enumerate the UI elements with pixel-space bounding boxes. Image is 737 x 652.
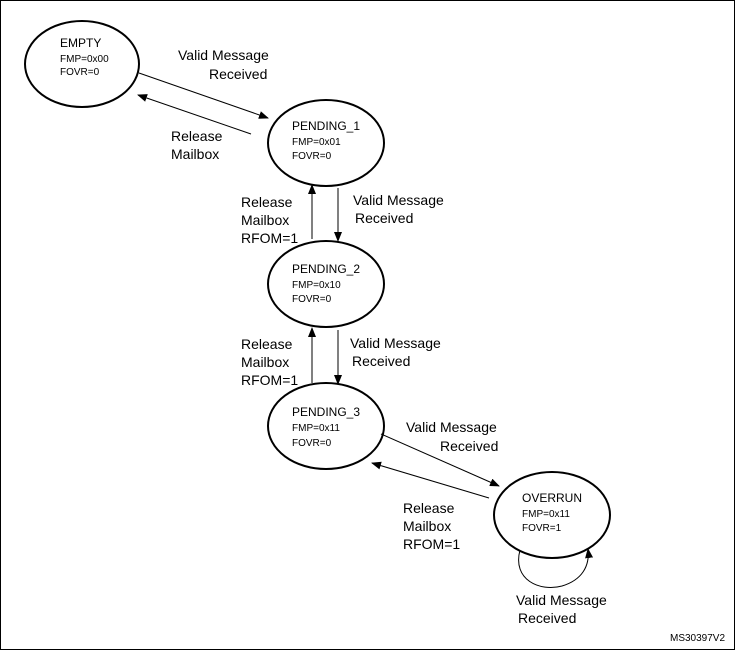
label-valid-message: Valid Message [516,592,607,608]
label-pending1-to-empty: Release Mailbox [171,128,223,162]
label-release: Release [241,194,293,210]
label-release: Release [171,128,223,144]
arrow-pending1-to-empty [137,94,252,135]
label-received: Received [209,66,267,82]
state-pending2-fmp: FMP=0x10 [292,280,341,291]
label-rfom: RFOM=1 [403,536,460,552]
state-pending1-fmp: FMP=0x01 [292,137,341,148]
label-mailbox: Mailbox [241,354,289,370]
state-overrun-fmp: FMP=0x11 [522,509,570,520]
arrow-overrun-self-loop [518,548,594,588]
label-mailbox: Mailbox [241,212,289,228]
state-empty-fmp: FMP=0x00 [60,54,109,65]
label-overrun-self-loop: Valid Message Received [516,592,607,626]
state-pending3-fovr: FOVR=0 [292,438,332,449]
label-received: Received [518,610,576,626]
state-pending3-fmp: FMP=0x11 [292,423,340,434]
arrow-pending3-to-overrun [380,433,500,487]
state-overrun: OVERRUN FMP=0x11 FOVR=1 [493,471,611,559]
label-pending1-to-pending2: Valid Message Received [353,192,444,226]
label-overrun-to-pending3: Release Mailbox RFOM=1 [403,500,460,552]
state-pending3: PENDING_3 FMP=0x11 FOVR=0 [267,382,385,470]
label-rfom: RFOM=1 [241,230,298,246]
state-pending3-name: PENDING_3 [292,405,360,419]
label-empty-to-pending1: Valid Message Received [178,47,269,82]
label-mailbox: Mailbox [403,518,451,534]
state-pending2-fovr: FOVR=0 [292,294,332,305]
label-received: Received [352,353,410,369]
label-valid-message: Valid Message [406,419,497,435]
label-pending2-to-pending3: Valid Message Received [350,335,441,369]
figure-reference: MS30397V2 [670,633,725,644]
label-pending3-to-overrun: Valid Message Received [406,419,498,454]
state-empty: EMPTY FMP=0x00 FOVR=0 [24,20,140,108]
label-rfom: RFOM=1 [241,372,298,388]
state-overrun-name: OVERRUN [522,491,582,505]
state-empty-name: EMPTY [60,36,101,50]
state-pending2-name: PENDING_2 [292,262,360,276]
state-pending1-name: PENDING_1 [292,119,360,133]
state-overrun-fovr: FOVR=1 [522,523,562,534]
state-pending1: PENDING_1 FMP=0x01 FOVR=0 [267,99,385,187]
label-valid-message: Valid Message [350,335,441,351]
state-pending2: PENDING_2 FMP=0x10 FOVR=0 [267,240,385,328]
label-received: Received [440,438,498,454]
label-release: Release [241,336,293,352]
label-mailbox: Mailbox [171,146,219,162]
state-empty-fovr: FOVR=0 [60,67,100,78]
label-valid-message: Valid Message [353,192,444,208]
label-valid-message: Valid Message [178,47,269,63]
label-pending3-to-pending2: Release Mailbox RFOM=1 [241,336,298,388]
arrow-overrun-to-pending3 [371,461,490,499]
label-release: Release [403,500,455,516]
label-pending2-to-pending1: Release Mailbox RFOM=1 [241,194,298,246]
arrow-empty-to-pending1 [138,72,269,119]
label-received: Received [355,210,413,226]
state-pending1-fovr: FOVR=0 [292,151,332,162]
